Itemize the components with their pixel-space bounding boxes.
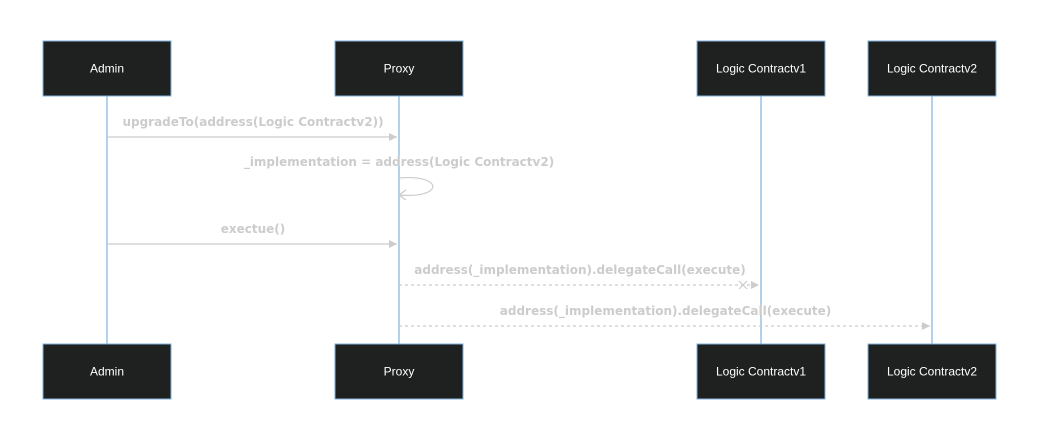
actor-label: Proxy [384,62,415,76]
message-5: address(_implementation).delegateCall(ex… [399,304,930,330]
actor-box [867,343,997,400]
actor-box [42,343,172,400]
actor-label: Admin [90,62,124,76]
actors-bottom: Admin Proxy Logic Contractv1 Logic Contract… [42,343,997,400]
actor-label: Admin [90,365,124,379]
cross-mark [738,280,748,290]
actor-label: Logic Contractv2 [887,62,977,76]
message-text: address(_implementation).delegateCall(ex… [414,263,745,278]
arrow-head [389,133,397,141]
actor-box [696,40,826,97]
self-loop-line [398,176,434,197]
actor-box [334,40,464,97]
message-2: _implementation = address(Logic Contract… [244,155,554,201]
arrow-head [922,322,930,330]
message-text: _implementation = address(Logic Contract… [244,155,554,170]
messages: upgradeTo(address(Logic Contractv2)) _imp… [107,115,930,330]
actor-bottom-logic_v2: Logic Contractv2 [867,343,997,400]
actor-label: Logic Contractv1 [716,365,806,379]
actor-label: Proxy [384,365,415,379]
actor-top-admin: Admin [42,40,172,97]
message-text: upgradeTo(address(Logic Contractv2)) [122,115,383,129]
message-4: address(_implementation).delegateCall(ex… [399,263,759,290]
actor-box [42,40,172,97]
message-text: exectue() [221,222,286,236]
actors-top: Admin Proxy Logic Contractv1 Logic Contract… [42,40,997,97]
actor-label: Logic Contractv1 [716,62,806,76]
actor-bottom-proxy: Proxy [334,343,464,400]
actor-top-proxy: Proxy [334,40,464,97]
message-text: address(_implementation).delegateCall(ex… [500,304,831,319]
actor-box [867,40,997,97]
actor-bottom-admin: Admin [42,343,172,400]
lifelines [106,96,933,344]
actor-label: Logic Contractv2 [887,365,977,379]
open-arrow-head [397,189,407,201]
arrow-head [389,240,397,248]
message-3: exectue() [107,222,397,248]
actor-box [696,343,826,400]
actor-top-logic_v2: Logic Contractv2 [867,40,997,97]
message-1: upgradeTo(address(Logic Contractv2)) [107,115,397,141]
actor-box [334,343,464,400]
arrow-head [751,281,759,289]
actor-bottom-logic_v1: Logic Contractv1 [696,343,826,400]
actor-top-logic_v1: Logic Contractv1 [696,40,826,97]
